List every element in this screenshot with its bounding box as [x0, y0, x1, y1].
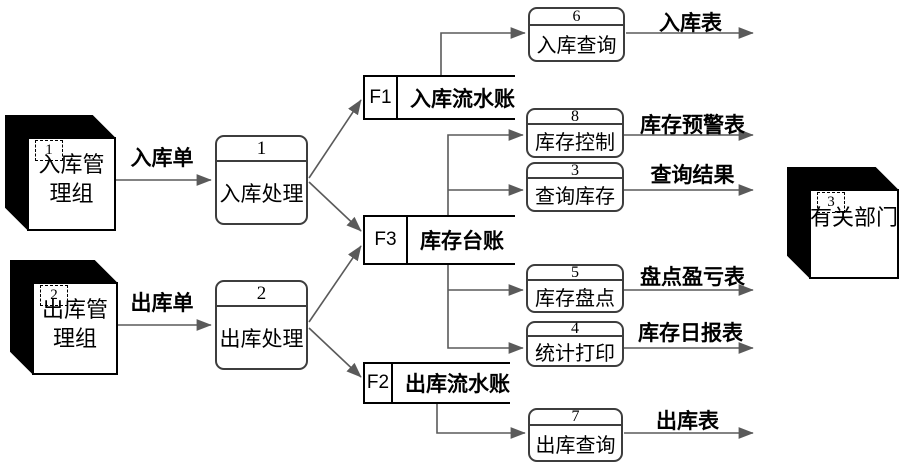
datastore-outbound-journal: F2 出库流水账 — [363, 362, 510, 404]
process-name: 库存盘点 — [535, 287, 615, 310]
p2-to-f2-line — [308, 327, 362, 378]
flow-label-outbound-table: 出库表 — [656, 410, 719, 433]
cube-shape — [9, 259, 118, 375]
datastore-name: 入库流水账 — [410, 87, 515, 111]
process-number: 7 — [530, 409, 621, 426]
p2-to-f3-line — [308, 245, 362, 323]
datastore-id: F1 — [365, 77, 398, 118]
entity-number: 2 — [40, 285, 68, 306]
process-number: 4 — [528, 321, 622, 337]
external-entity-related-departments: 3 有关部门 — [786, 166, 900, 280]
process-stock-control: 8 库存控制 — [526, 108, 624, 158]
entity-name: 入库管理组 — [38, 152, 105, 206]
f3-to-p4-line — [447, 265, 524, 354]
process-inbound-query: 6 入库查询 — [528, 7, 625, 62]
process-stocktaking: 5 库存盘点 — [526, 264, 624, 313]
process-name: 入库处理 — [219, 182, 304, 206]
process-number: 8 — [528, 109, 622, 125]
flow-label-inbound-table: 入库表 — [659, 12, 722, 35]
cube-shape — [4, 114, 116, 231]
p1-to-f1-line — [308, 99, 362, 179]
flow-label-stocktake-profit-loss-table: 盘点盈亏表 — [640, 266, 745, 289]
f3-to-p8-line — [447, 129, 524, 215]
process-number: 5 — [528, 265, 622, 281]
entity-number: 3 — [817, 192, 845, 213]
process-number: 3 — [528, 163, 622, 179]
process-name: 统计打印 — [535, 343, 615, 365]
f2-to-p7-line — [436, 404, 526, 439]
process-outbound-query: 7 出库查询 — [528, 408, 623, 462]
process-name: 出库查询 — [535, 434, 616, 457]
entity-name: 有关部门 — [810, 205, 899, 230]
entity-number: 1 — [35, 140, 63, 161]
process-name: 出库处理 — [219, 327, 304, 351]
datastore-id: F2 — [365, 364, 393, 402]
external-entity-outbound-group: 2 出库管理组 — [9, 259, 120, 376]
entity-name: 出库管理组 — [41, 297, 108, 351]
cube-shape — [786, 166, 899, 279]
process-number: 2 — [217, 282, 306, 307]
flow-label-stock-warning-table: 库存预警表 — [640, 114, 745, 137]
datastore-inbound-journal: F1 入库流水账 — [363, 75, 515, 120]
datastore-name: 出库流水账 — [405, 373, 510, 396]
process-name: 库存控制 — [535, 132, 615, 154]
process-query-stock: 3 查询库存 — [526, 162, 624, 212]
process-number: 1 — [217, 137, 306, 162]
process-inbound-handling: 1 入库处理 — [215, 135, 308, 225]
process-name: 入库查询 — [536, 34, 617, 57]
process-number: 6 — [530, 9, 623, 26]
flow-label-query-result: 查询结果 — [650, 164, 735, 187]
datastore-id: F3 — [365, 217, 408, 263]
process-outbound-handling: 2 出库处理 — [215, 280, 308, 370]
datastore-name: 库存台账 — [420, 230, 504, 253]
flow-label-outbound-slip: 出库单 — [130, 292, 194, 315]
datastore-stock-ledger: F3 库存台账 — [363, 215, 515, 265]
p1-to-f3-line — [308, 181, 362, 232]
f1-to-p6-line — [440, 27, 526, 75]
process-statistics-print: 4 统计打印 — [526, 321, 624, 367]
flow-label-stock-daily-report: 库存日报表 — [638, 322, 743, 345]
flow-label-inbound-slip: 入库单 — [130, 147, 194, 170]
external-entity-inbound-group: 1 入库管理组 — [4, 114, 117, 232]
process-name: 查询库存 — [535, 186, 615, 208]
